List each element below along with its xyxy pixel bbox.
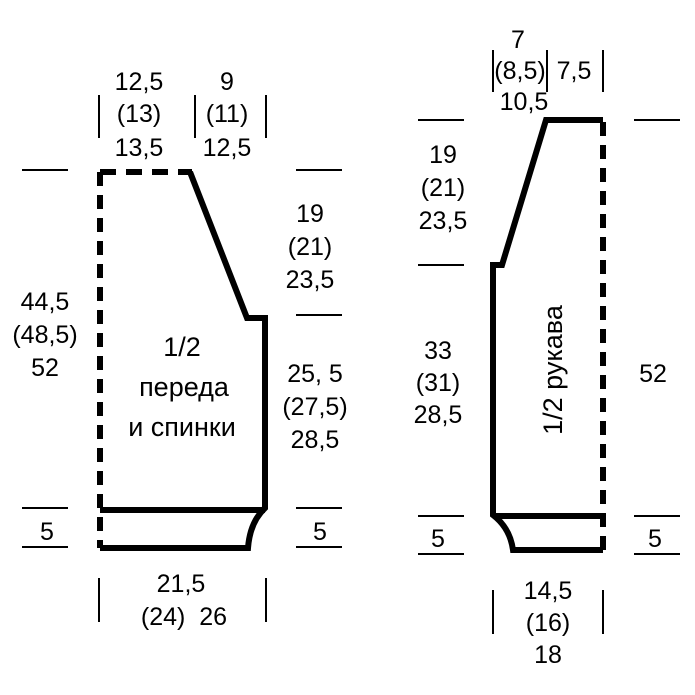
sleeve-left-rib-dim: 5 — [431, 525, 445, 553]
body-left-rib-dim: 5 — [40, 518, 54, 546]
body-right-rib-dim: 5 — [313, 518, 327, 546]
sleeve-left-upper-2: (21) — [421, 174, 465, 202]
sleeve-bottom-width-2: (16) — [526, 609, 570, 637]
body-top-left-dim-2: (13) — [117, 100, 161, 128]
sleeve-bottom-width-1: 14,5 — [524, 577, 573, 605]
sleeve-left-lower-1: 33 — [424, 337, 452, 365]
body-label-line-3: и спинки — [128, 412, 236, 442]
body-right-upper-1: 19 — [296, 200, 324, 228]
body-bottom-width-2: (24) 26 — [141, 603, 227, 631]
sleeve-right-rib-dim: 5 — [648, 525, 662, 553]
body-left-height-3: 52 — [31, 354, 59, 382]
body-right-lower-3: 28,5 — [291, 426, 340, 454]
body-left-height-1: 44,5 — [21, 288, 70, 316]
body-piece: 12,5 (13) 13,5 9 (11) 12,5 44,5 (48,5) 5… — [12, 68, 347, 631]
sleeve-outline — [490, 117, 603, 553]
sleeve-left-upper-3: 23,5 — [419, 207, 468, 235]
body-top-right-dim-2: (11) — [206, 100, 249, 128]
body-right-upper-3: 23,5 — [286, 266, 335, 294]
sleeve-bottom-width-3: 18 — [534, 641, 562, 669]
body-bottom-width-1: 21,5 — [157, 570, 206, 598]
sleeve-left-upper-1: 19 — [429, 141, 457, 169]
body-outline — [100, 170, 268, 551]
sleeve-right-total-dim: 52 — [639, 360, 667, 388]
sleeve-top-left-dim-1: 7 — [511, 26, 525, 54]
body-top-left-dim-3: 13,5 — [115, 134, 164, 162]
body-label-line-2: переда — [139, 372, 230, 402]
body-top-right-dim-3: 12,5 — [203, 134, 252, 162]
sleeve-left-lower-2: (31) — [416, 369, 460, 397]
body-left-height-2: (48,5) — [12, 321, 77, 349]
body-top-left-dim-1: 12,5 — [115, 68, 164, 96]
sleeve-top-left-dim-3: 10,5 — [500, 88, 549, 116]
sleeve-top-left-dim-2: (8,5) — [494, 57, 545, 85]
body-right-lower-1: 25, 5 — [287, 360, 343, 388]
body-right-upper-2: (21) — [288, 233, 332, 261]
body-right-lower-2: (27,5) — [282, 393, 347, 421]
sleeve-label: 1/2 рукава — [538, 304, 568, 435]
sleeve-left-lower-3: 28,5 — [414, 401, 463, 429]
sleeve-top-right-dim: 7,5 — [557, 57, 592, 85]
sleeve-piece: 7 (8,5) 10,5 7,5 19 (21) 23,5 33 (31) 28… — [414, 26, 680, 669]
body-top-right-dim-1: 9 — [220, 68, 234, 96]
body-label-line-1: 1/2 — [163, 332, 201, 362]
